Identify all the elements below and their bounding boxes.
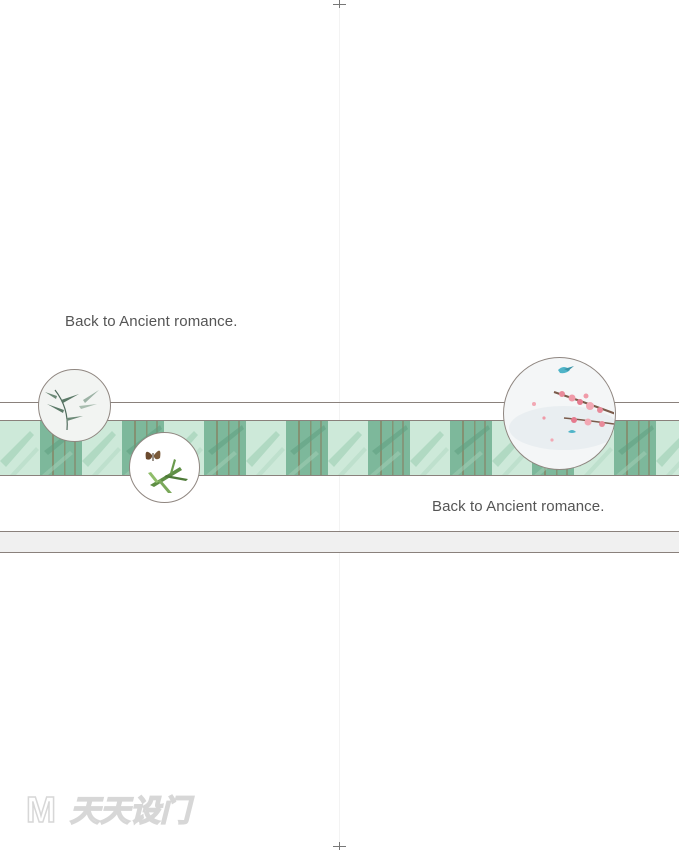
watermark: M 天天设门 xyxy=(25,788,206,835)
bird-icon xyxy=(558,366,574,374)
rule-band-bottom xyxy=(0,475,679,476)
bamboo-ink-icon xyxy=(45,389,99,431)
tagline-top: Back to Ancient romance. xyxy=(65,313,238,330)
rule-top xyxy=(0,402,679,403)
rule-band-top xyxy=(0,420,679,421)
crop-mark-top-tick xyxy=(333,4,346,5)
bamboo-ink-circle xyxy=(38,369,111,442)
crop-mark-bottom-tick xyxy=(333,846,346,847)
watermark-logo-letter: M xyxy=(26,790,56,830)
watermark-logo: M 天天设门 xyxy=(25,788,195,831)
rule-grey-bottom xyxy=(0,552,679,553)
tagline-bottom: Back to Ancient romance. xyxy=(432,498,605,515)
bamboo-leaves-icon xyxy=(148,459,188,493)
butterfly-bamboo-circle xyxy=(129,432,200,503)
plum-blossom-icon xyxy=(509,366,615,450)
butterfly-bamboo-icon xyxy=(145,450,188,493)
plum-blossom-circle xyxy=(503,357,616,470)
grey-band xyxy=(0,532,679,552)
butterfly-icon xyxy=(145,450,161,461)
rule-grey-top xyxy=(0,531,679,532)
watermark-brand-text: 天天设门 xyxy=(70,794,195,829)
